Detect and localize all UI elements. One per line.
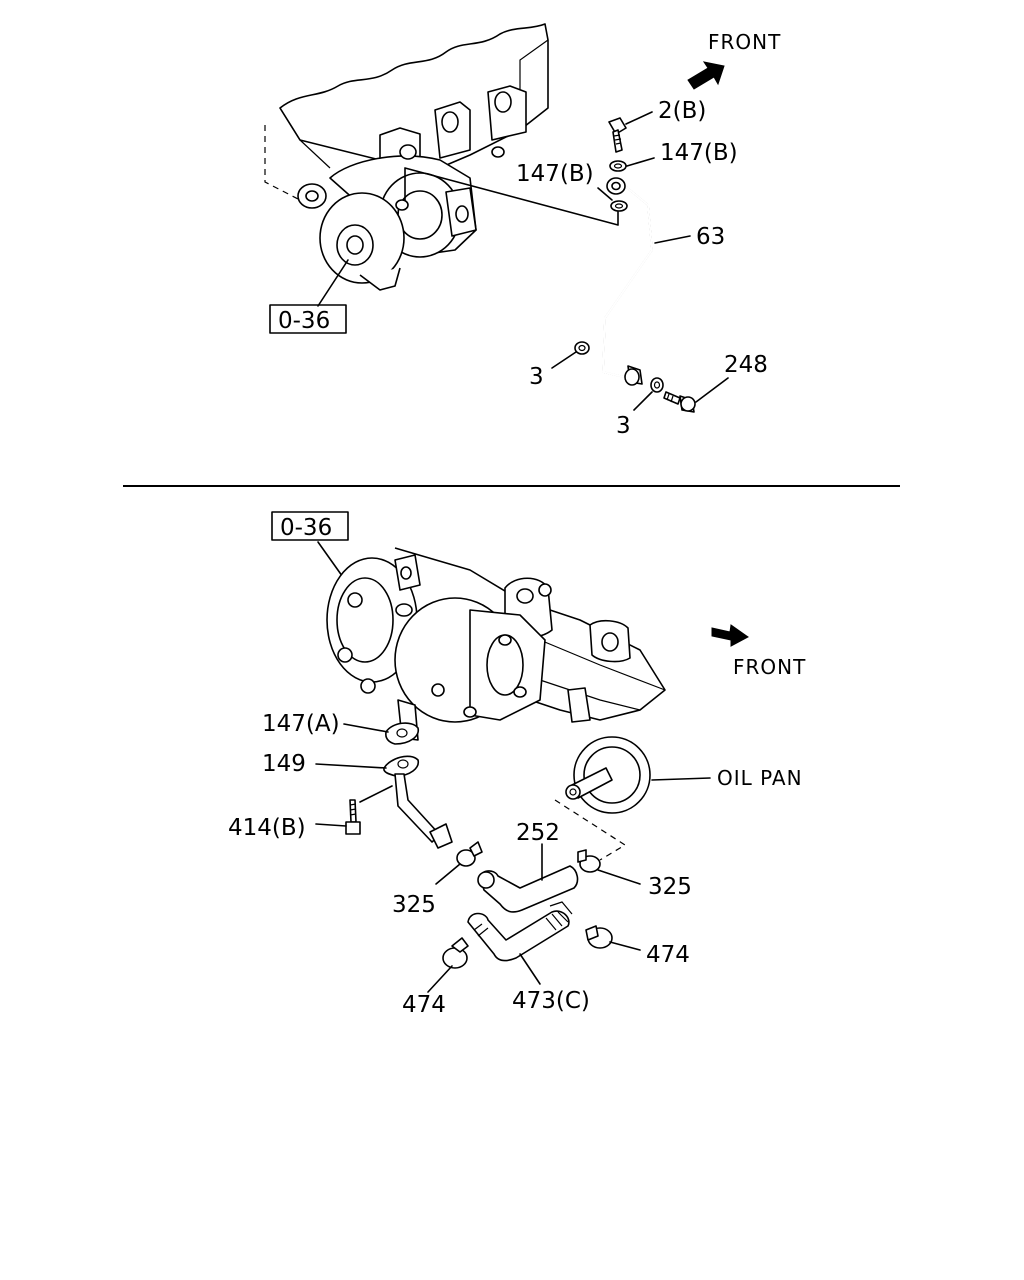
label-149: 149 <box>262 751 306 777</box>
label-473c: 473(C) <box>512 988 590 1014</box>
label-147b-left: 147(B) <box>516 161 594 187</box>
label-248: 248 <box>724 352 768 378</box>
hose-473c <box>467 901 573 962</box>
leader-63 <box>654 235 691 244</box>
clamp-474-left <box>442 937 469 969</box>
bottom-section: 0-36 <box>228 511 806 1018</box>
leader-414b <box>315 823 347 827</box>
label-63: 63 <box>696 224 725 250</box>
leader-0-36-bottom <box>317 541 346 581</box>
ref-box-0-36-bottom <box>271 511 349 541</box>
bolt-248 <box>663 391 696 413</box>
leader-147a <box>343 723 389 733</box>
label-147a: 147(A) <box>262 711 340 737</box>
front-arrow-icon-bottom <box>711 624 749 647</box>
leader-3-lower <box>633 391 653 411</box>
top-section: FRONT 0-36 2(B) 147(B) 147(B) 63 3 3 248 <box>264 23 781 439</box>
washer-147b-upper <box>609 160 627 172</box>
label-414b: 414(B) <box>228 815 306 841</box>
leader-147b-left <box>597 187 613 201</box>
label-474-right: 474 <box>646 942 690 968</box>
ref-box-label-bottom: 0-36 <box>280 515 332 541</box>
engine-turbo-rear <box>326 547 666 741</box>
leader-474-left <box>427 965 453 993</box>
pipe-149 <box>383 755 453 849</box>
leader-474-right <box>609 941 641 951</box>
bolt-2b <box>608 117 627 153</box>
leader-147b-upper <box>626 157 655 167</box>
label-325-right: 325 <box>648 874 692 900</box>
leader-oil-pan <box>651 777 711 781</box>
gasket-3-left <box>574 341 590 355</box>
label-325-left: 325 <box>392 892 436 918</box>
gasket-3-lower <box>650 377 664 393</box>
hose-252 <box>477 865 579 913</box>
oil-pan-boss <box>565 736 651 814</box>
oil-pan-dashed-link <box>554 799 627 861</box>
label-474-left: 474 <box>402 992 446 1018</box>
ref-box-0-36-top <box>269 304 347 334</box>
connection-leader-top <box>404 167 619 226</box>
bolt-414b <box>345 799 361 835</box>
front-arrow-icon-top <box>687 61 725 90</box>
clip-325-right <box>577 849 601 873</box>
oil-pan-label: OIL PAN <box>717 766 803 790</box>
label-3-left: 3 <box>529 364 544 390</box>
washer-147b-lower <box>610 200 628 212</box>
leader-325-left <box>435 863 461 885</box>
front-label-bottom: FRONT <box>733 655 806 679</box>
leader-473c <box>519 953 541 985</box>
leader-0-36-top <box>317 259 349 307</box>
gasket-147a <box>385 722 419 745</box>
label-147b-upper: 147(B) <box>660 140 738 166</box>
oil-feed-pipe-63 <box>601 177 654 386</box>
leader-3-left <box>551 351 577 369</box>
label-252: 252 <box>516 820 560 846</box>
leader-2b <box>625 111 653 125</box>
turbocharger <box>297 144 477 291</box>
ref-box-label-top: 0-36 <box>278 308 330 334</box>
clip-325-left <box>456 841 483 867</box>
leader-325-right <box>597 869 641 885</box>
engine-block <box>264 23 549 201</box>
front-label-top: FRONT <box>708 30 781 54</box>
leader-149 <box>315 763 387 769</box>
bolt-414b-connector <box>359 785 393 803</box>
leader-248 <box>695 377 729 403</box>
label-2b: 2(B) <box>658 98 706 124</box>
label-3-lower: 3 <box>616 413 631 439</box>
clamp-474-right <box>585 925 613 949</box>
